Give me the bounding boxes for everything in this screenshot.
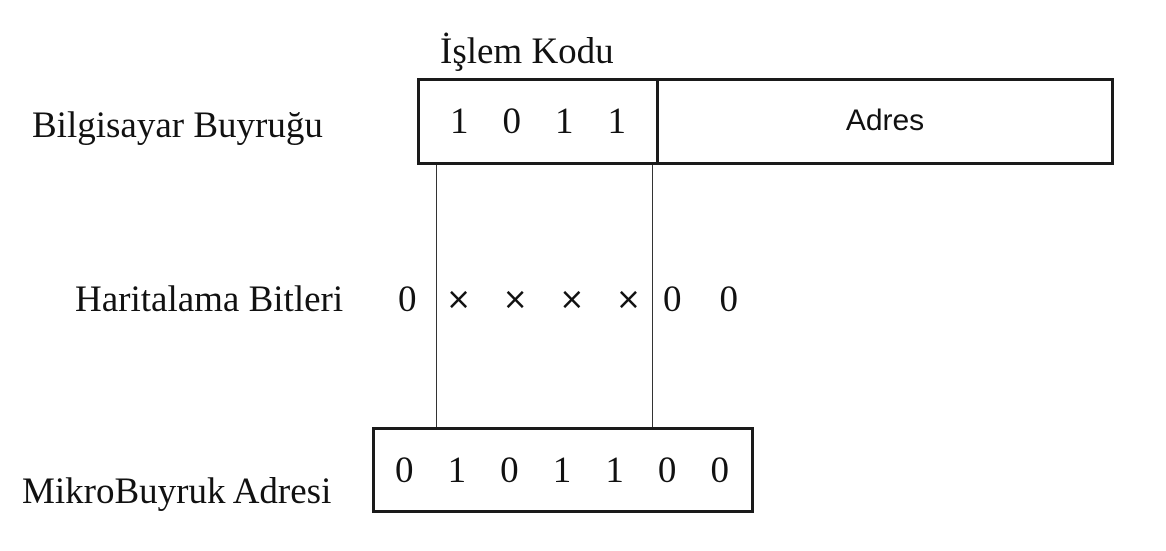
micro-bit: 1 xyxy=(605,449,624,491)
mapping-suffix-bits: 0 0 xyxy=(663,278,738,320)
opcode-bits: 1 0 1 1 xyxy=(450,81,626,162)
opcode-bit: 1 xyxy=(555,101,574,142)
micro-bit: 0 xyxy=(395,449,414,491)
address-label: Adres xyxy=(845,104,925,137)
micro-bit: 1 xyxy=(552,449,572,491)
opcode-bit: 1 xyxy=(450,101,469,142)
mapping-prefix-bit: 0 xyxy=(398,279,417,320)
micro-address-label: MikroBuyruk Adresi xyxy=(22,471,332,512)
micro-bit: 0 xyxy=(710,449,729,491)
suffix-bit: 0 xyxy=(663,278,682,320)
right-connector-line xyxy=(652,165,653,427)
address-field-box: Adres xyxy=(656,78,1114,165)
micro-bit: 1 xyxy=(447,449,467,491)
micro-address-box: 0 1 0 1 1 0 0 xyxy=(372,427,754,513)
opcode-title: İşlem Kodu xyxy=(440,31,614,72)
left-connector-line xyxy=(436,165,437,427)
opcode-bit: 1 xyxy=(607,101,627,142)
placeholder-x-mark: × xyxy=(559,281,585,317)
mapping-placeholders: × × × × xyxy=(446,278,641,320)
computer-instruction-label: Bilgisayar Buyruğu xyxy=(32,105,323,146)
placeholder-x-mark: × xyxy=(615,281,641,317)
suffix-bit: 0 xyxy=(719,278,739,320)
opcode-field-box: 1 0 1 1 xyxy=(417,78,659,165)
micro-address-bits: 0 1 0 1 1 0 0 xyxy=(395,430,729,510)
placeholder-x-mark: × xyxy=(446,281,472,317)
micro-bit: 0 xyxy=(657,449,677,491)
mapping-bits-label: Haritalama Bitleri xyxy=(75,279,344,320)
opcode-bit: 0 xyxy=(502,101,522,142)
placeholder-x-mark: × xyxy=(502,281,528,317)
micro-bit: 0 xyxy=(500,449,519,491)
